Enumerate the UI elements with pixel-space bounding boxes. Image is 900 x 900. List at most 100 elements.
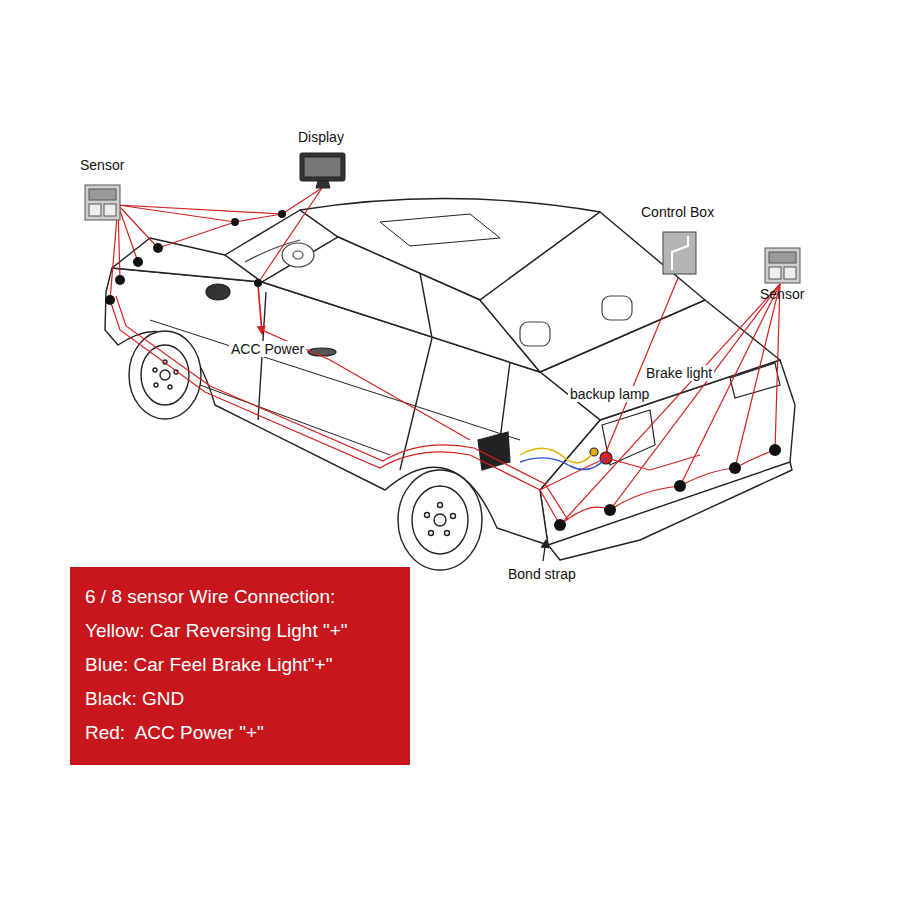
wire-harness [110, 188, 780, 525]
sensor-icon [784, 267, 796, 279]
sensor-dots [769, 444, 781, 456]
sensor-dots [554, 519, 566, 531]
wheels [153, 368, 157, 372]
sensor-dots [153, 243, 163, 253]
interior [245, 240, 632, 346]
wheels [434, 514, 446, 526]
callout-label: backup lamp [568, 386, 651, 402]
part-label: Sensor [80, 157, 124, 173]
part-label: Control Box [641, 204, 714, 220]
car-body [105, 198, 795, 560]
wiring-note-line: Yellow: Car Reversing Light "+" [85, 614, 395, 648]
sensor-icon [85, 185, 120, 220]
sensor-icon [85, 185, 120, 220]
wire-harness [560, 284, 780, 525]
device-label: Sensor [760, 286, 804, 302]
wheels [160, 370, 170, 380]
wire-harness [282, 188, 322, 214]
car-details [206, 284, 780, 470]
interior [520, 322, 550, 346]
car-body [200, 385, 390, 455]
wire-harness [118, 205, 138, 262]
sensor-icon [765, 248, 800, 283]
wire-harness [118, 205, 235, 222]
wheels [398, 470, 482, 570]
wheels [438, 503, 443, 508]
interior [245, 240, 300, 262]
car-body [548, 462, 792, 560]
car-details [206, 284, 230, 300]
sensor-icon [769, 267, 781, 279]
sensor-dots [115, 275, 125, 285]
interior [293, 251, 303, 259]
control-box-icon [663, 232, 696, 274]
sensor-dots [674, 480, 686, 492]
wiring-note-line: Red: ACC Power "+" [85, 716, 395, 750]
interior [282, 243, 314, 267]
wire-harness [258, 283, 470, 440]
leader-arrows [543, 540, 546, 561]
callout-label: ACC Power [229, 341, 306, 357]
sensor-dots [105, 295, 115, 305]
wheels [429, 531, 434, 536]
sensor-icon [104, 204, 116, 216]
sensor-dots [729, 462, 741, 474]
sensor-dots [133, 257, 143, 267]
car-body [420, 273, 432, 338]
display-icon [304, 157, 341, 177]
part-label: Sensor [760, 286, 804, 302]
wire-harness [118, 205, 158, 248]
wire-harness [110, 300, 560, 525]
control-box-icon [663, 232, 696, 274]
sensor-dots [254, 279, 262, 287]
callout-label: Brake light [644, 365, 714, 381]
wheels [168, 385, 172, 389]
car-body [380, 214, 500, 246]
car-body [480, 212, 705, 372]
control-box-icon [672, 236, 688, 270]
display-icon [300, 153, 345, 181]
car-body [150, 320, 520, 440]
wheels [445, 531, 450, 536]
wire-harness [258, 188, 322, 283]
wire-harness [116, 296, 568, 520]
device-label: Sensor [80, 157, 124, 173]
wire-harness [560, 450, 775, 525]
interior [602, 296, 632, 320]
sensor-icon [769, 252, 796, 263]
device-label: Display [298, 129, 344, 145]
display-icon [316, 181, 330, 188]
leader-arrows [258, 287, 262, 334]
callout-label: Bond strap [506, 566, 578, 582]
car-body [400, 338, 432, 470]
wheels [451, 514, 456, 519]
sensor-dots [604, 504, 616, 516]
signal-wires [520, 448, 606, 469]
device-label: Control Box [641, 204, 714, 220]
wheels [425, 513, 430, 518]
part-label: Display [298, 129, 344, 145]
wiring-note-box: 6 / 8 sensor Wire Connection:Yellow: Car… [70, 567, 410, 765]
sensor-icon [765, 248, 800, 283]
sensor-dots [105, 210, 781, 531]
wiring-note-line: Blue: Car Feel Brake Light"+" [85, 648, 395, 682]
wheels [129, 331, 482, 570]
wire-harness [775, 284, 780, 450]
wire-harness [680, 284, 780, 486]
wheels [412, 486, 468, 554]
wire-harness [118, 205, 282, 214]
sensor-icon [89, 204, 101, 216]
sensor-dots [231, 218, 239, 226]
wiring-note-line: 6 / 8 sensor Wire Connection: [85, 580, 395, 614]
car-details [730, 363, 780, 398]
leader-arrows [258, 287, 546, 561]
signal-wires [520, 458, 606, 470]
sensor-dots [278, 210, 286, 218]
wire-harness [735, 284, 780, 468]
wire-harness [158, 214, 282, 248]
display-icon [300, 153, 345, 188]
sensor-icon [89, 189, 116, 200]
